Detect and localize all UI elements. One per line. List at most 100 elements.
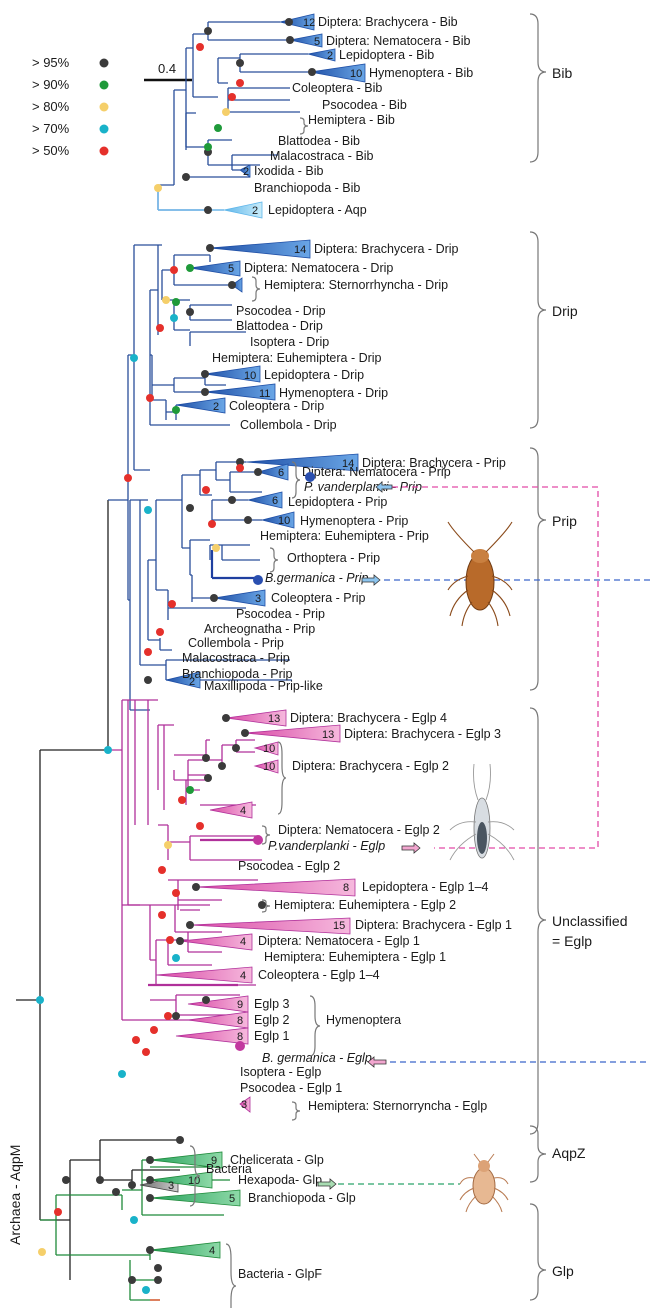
tip-label: Lepidoptera - Drip <box>264 368 364 382</box>
tip-label: Coleoptera - Prip <box>271 591 366 605</box>
legend-label: > 50% <box>32 143 70 158</box>
clade-count: 2 <box>327 50 333 62</box>
clade-count: 4 <box>240 805 246 817</box>
tip-label: Hymenoptera - Drip <box>279 386 388 400</box>
tip-label: B.germanica - Prip <box>265 571 369 585</box>
tip-label: Ixodida - Bib <box>254 164 324 178</box>
tip-labels: Diptera: Brachycera - Bib Diptera: Nemat… <box>182 15 512 1281</box>
tip-label: Orthoptera - Prip <box>287 551 380 565</box>
tip-label: Diptera: Brachycera - Eglp 3 <box>344 727 501 741</box>
midge-icon <box>450 764 514 860</box>
louse-icon <box>460 1154 508 1212</box>
tip-label: Coleoptera - Eglp 1–4 <box>258 968 380 982</box>
tip-label: Collembola - Drip <box>240 418 337 432</box>
tip-label: Diptera: Nematocera - Eglp 2 <box>278 823 440 837</box>
tip-label: Branchiopoda - Bib <box>254 181 360 195</box>
tip-label: Hemiptera: Sternorryncha - Eglp <box>308 1099 487 1113</box>
clade-count: 3 <box>255 593 261 605</box>
tip-label: Coleoptera - Bib <box>292 81 382 95</box>
legend-label: > 70% <box>32 121 70 136</box>
tip-label: Diptera: Brachycera - Eglp 1 <box>355 918 512 932</box>
support-legend: > 95% > 90% > 80% > 70% > 50% 0.4 <box>32 55 192 158</box>
legend-dot <box>100 103 109 112</box>
group-label-drip: Drip <box>552 303 578 319</box>
tip-label: Eglp 1 <box>254 1029 289 1043</box>
tip-label: Bacteria - GlpF <box>238 1267 322 1281</box>
tip-label: Eglp 3 <box>254 997 289 1011</box>
tip-label: Diptera: Nematocera - Drip <box>244 261 393 275</box>
tip-label: Blattodea - Drip <box>236 319 323 333</box>
clade-count: 2 <box>252 205 258 217</box>
clade-count: 6 <box>278 467 284 479</box>
clade-count: 4 <box>209 1245 215 1257</box>
clade-count: 3 <box>241 1099 247 1111</box>
tip-label: Diptera: Nematocera - Prip <box>302 465 451 479</box>
tip-label: Psocodea - Prip <box>236 607 325 621</box>
legend-dot <box>100 59 109 68</box>
clade-count: 15 <box>333 920 345 932</box>
clade-count: 5 <box>314 36 320 48</box>
tip-label: Diptera: Brachycera - Eglp 4 <box>290 711 447 725</box>
group-label-prip: Prip <box>552 513 577 529</box>
clade-count: 6 <box>272 495 278 507</box>
arrow-right-icon <box>402 843 420 853</box>
tip-label: Archeognatha - Prip <box>204 622 315 636</box>
clade-count: 3 <box>168 1180 174 1192</box>
tip-label: Chelicerata - Glp <box>230 1153 324 1167</box>
clade-count: 2 <box>213 401 219 413</box>
cockroach-icon <box>448 522 512 626</box>
clade-count: 10 <box>244 370 256 382</box>
tip-label: B. germanica - Eglp <box>262 1051 372 1065</box>
tip-label: Blattodea - Bib <box>278 134 360 148</box>
tip-label: Psocodea - Eglp 2 <box>238 859 340 873</box>
tip-label: Diptera: Nematocera - Bib <box>326 34 471 48</box>
tip-label: Coleoptera - Drip <box>229 399 324 413</box>
tip-label: Collembola - Prip <box>188 636 284 650</box>
tip-label: Psocodea - Bib <box>322 98 407 112</box>
tip-label: Hexapoda- Glp <box>238 1173 322 1187</box>
group-braces <box>530 14 546 1300</box>
tip-label: Isoptera - Eglp <box>240 1065 321 1079</box>
clade-count: 4 <box>240 970 246 982</box>
group-label-glp: Glp <box>552 1263 574 1279</box>
tip-label: Hemiptera - Bib <box>308 113 395 127</box>
tip-label: P.vanderplanki - Eglp <box>268 839 385 853</box>
clade-count: 10 <box>263 743 275 755</box>
group-label-unclassified: Unclassified <box>552 913 627 929</box>
tip-label: Psocodea - Eglp 1 <box>240 1081 342 1095</box>
tip-label: Eglp 2 <box>254 1013 289 1027</box>
clade-count: 4 <box>240 936 246 948</box>
tip-label: Lepidoptera - Bib <box>339 48 434 62</box>
legend-dot <box>100 147 109 156</box>
tip-label: Hymenoptera - Prip <box>300 514 408 528</box>
group-label-bib: Bib <box>552 65 572 81</box>
legend-label: > 80% <box>32 99 70 114</box>
scale-bar-label: 0.4 <box>158 61 176 76</box>
clade-count: 9 <box>237 999 243 1011</box>
tip-label: Lepidoptera - Prip <box>288 495 387 509</box>
clade-count: 8 <box>343 882 349 894</box>
tip-label: Malacostraca - Bib <box>270 149 374 163</box>
legend-label: > 90% <box>32 77 70 92</box>
clade-count: 5 <box>228 263 234 275</box>
tip-label: Branchiopoda - Glp <box>248 1191 356 1205</box>
clade-count: 13 <box>268 713 280 725</box>
tip-label: Maxillipoda - Prip-like <box>204 679 323 693</box>
clade-count: 10 <box>350 68 362 80</box>
tip-label: Hymenoptera - Bib <box>369 66 473 80</box>
legend-label: > 95% <box>32 55 70 70</box>
hymenoptera-label: Hymenoptera <box>326 1013 401 1027</box>
clade-count: 14 <box>294 244 306 256</box>
tip-label: Lepidoptera - Eglp 1–4 <box>362 880 489 894</box>
tip-label: Psocodea - Drip <box>236 304 326 318</box>
legend-dot <box>100 125 109 134</box>
clade-count: 5 <box>229 1193 235 1205</box>
clade-count: 10 <box>278 515 290 527</box>
clade-count: 12 <box>303 17 315 29</box>
group-label-eglp: = Eglp <box>552 933 592 949</box>
backbone-branches <box>16 185 210 1280</box>
tip-label: Diptera: Brachycera - Eglp 2 <box>292 759 449 773</box>
tip-label: Hemiptera: Euhemiptera - Eglp 1 <box>264 950 446 964</box>
legend-dot <box>100 81 109 90</box>
collapsed-clade <box>156 967 252 983</box>
